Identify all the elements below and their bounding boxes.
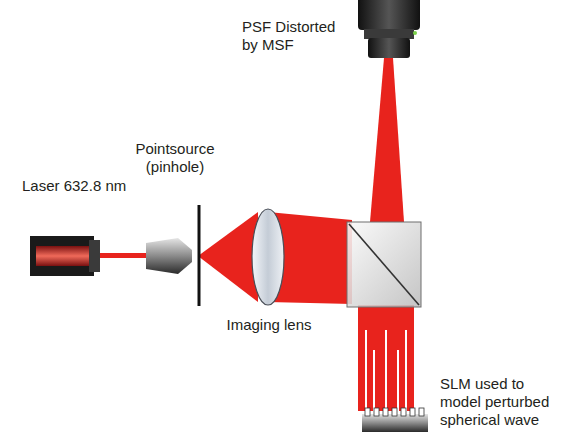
lens-label: Imaging lens (214, 316, 324, 334)
beam-splitter (347, 222, 421, 307)
pinhole-plate (198, 205, 201, 306)
camera (358, 0, 420, 58)
imaging-lens (252, 209, 284, 305)
laser-beam (100, 253, 146, 258)
slm-beam (358, 305, 414, 411)
pinhole-label: Pointsource (pinhole) (125, 140, 225, 176)
slm-label: SLM used to model perturbed spherical wa… (440, 375, 558, 429)
objective (146, 238, 192, 274)
reflected-beam (370, 58, 404, 222)
camera-label: PSF Distorted by MSF (242, 18, 354, 54)
laser-label: Laser 632.8 nm (22, 177, 152, 195)
diverging-beam (198, 212, 258, 302)
laser (30, 236, 100, 276)
slm (362, 408, 428, 432)
